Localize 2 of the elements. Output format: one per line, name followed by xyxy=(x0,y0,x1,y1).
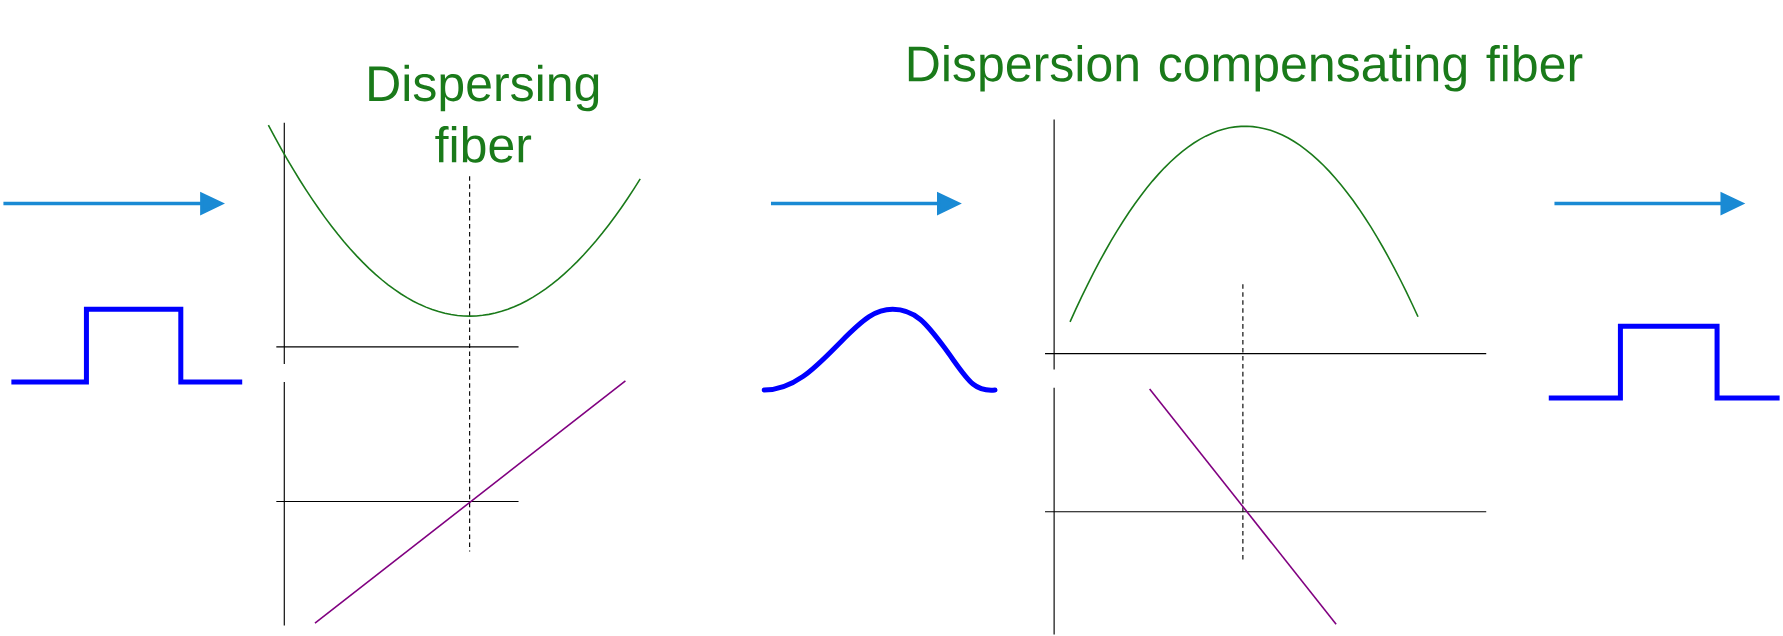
fiber-title: Dispersion compensating fiber xyxy=(908,45,1583,92)
fiber-title: Dispersing fiber xyxy=(369,64,599,163)
